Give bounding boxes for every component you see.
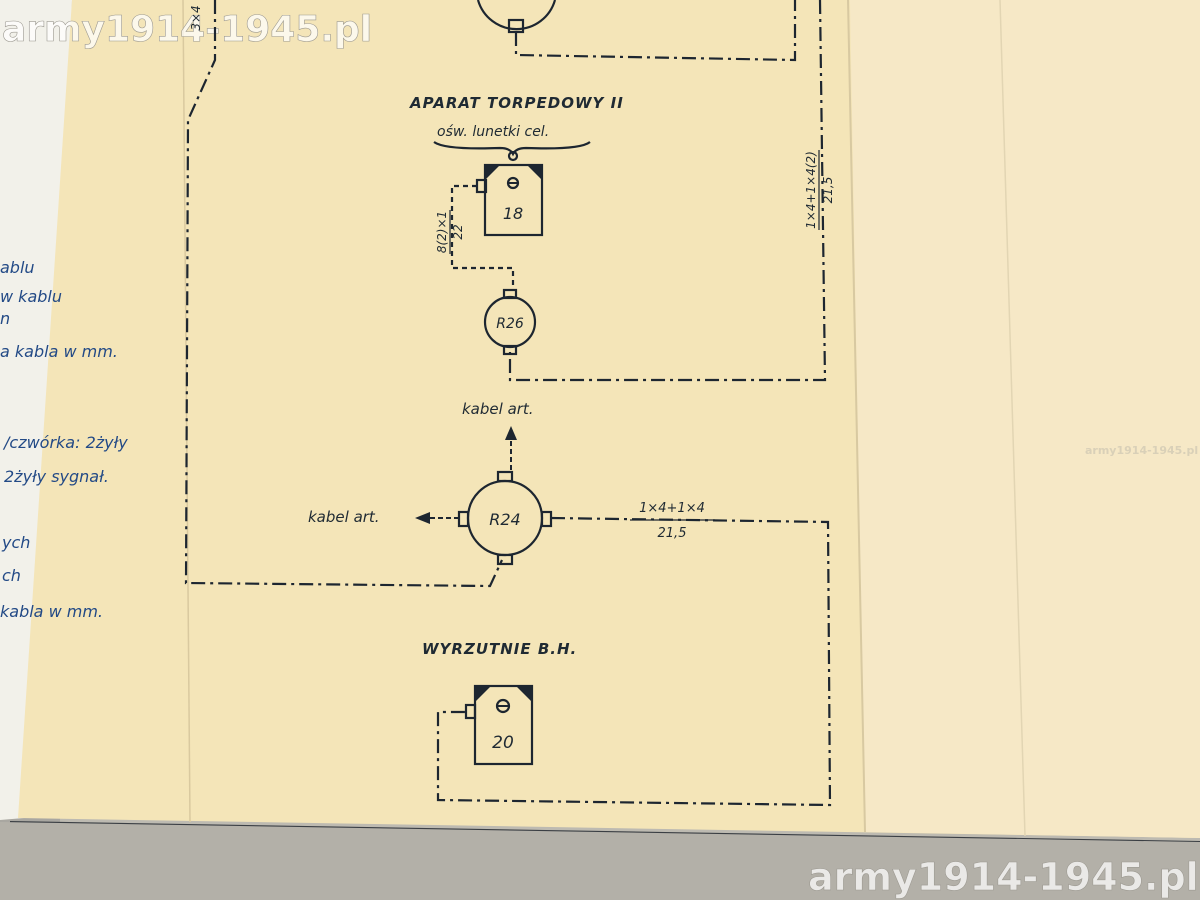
watermark-right-faint: army1914-1945.pl (1085, 444, 1198, 457)
legend-line-9: kabla w mm. (0, 602, 103, 621)
r26-port-top (502, 288, 518, 300)
wire-r24-to-launchers (436, 516, 832, 807)
paper-bottom-edge (9, 821, 1200, 843)
wire-top-device-to-right-trunk (514, 0, 797, 62)
junction-box-r26-label: R26 (496, 316, 524, 332)
legend-line-7: ych (1, 533, 30, 552)
device-20-corner-right (516, 686, 532, 702)
legend-line-6: 2żyły sygnał. (4, 467, 109, 486)
cable-art-up-label: kabel art. (462, 400, 534, 418)
cable-spec-right-top: 1×4+1×4(2) (804, 151, 818, 229)
wire-right-trunk (508, 0, 827, 382)
paper-fold-center (847, 0, 866, 833)
cable-spec-device18-top: 8(2)×1 (435, 211, 449, 253)
wire-left-trunk (184, 0, 503, 588)
torpedo-apparatus-title: APARAT TORPEDOWY II (409, 94, 624, 112)
cable-spec-right-bottom: 21,5 (821, 177, 835, 204)
cable-art-up-arrowhead (505, 426, 517, 440)
bottom-shadow (0, 822, 1200, 900)
watermark-top-left: army1914-1945.pl (2, 9, 372, 50)
paper-fold-right (999, 0, 1026, 837)
legend-line-2: w kablu (0, 287, 62, 306)
sight-label-bracket (433, 141, 591, 157)
legend-line-5: /czwórka: 2żyły (2, 433, 128, 452)
right-paper-panel (850, 0, 1200, 838)
device-20-box (473, 684, 534, 766)
junction-box-r24-label: R24 (489, 510, 520, 529)
cable-spec-r24-bottom: 21,5 (658, 526, 687, 541)
legend-line-8: ch (2, 566, 21, 585)
legend-line-4: a kabla w mm. (0, 342, 118, 361)
cable-spec-r24-top: 1×4+1×4 (639, 501, 705, 516)
sight-illumination-label: ośw. lunetki cel. (437, 124, 549, 140)
r26-port-bottom (502, 344, 518, 356)
cable-spec-left-edge: 3×4 (189, 5, 203, 30)
r24-port-bottom (496, 553, 514, 566)
legend-line-1: ablu (0, 258, 35, 277)
wire-device-18-to-r26 (450, 184, 515, 290)
cable-art-left-arrowhead (415, 512, 430, 524)
legend-line-3: n (0, 309, 10, 328)
watermark-bottom-right: army1914-1945.pl (808, 855, 1199, 899)
device-18-number: 18 (503, 204, 523, 223)
sight-lamp-symbol (507, 150, 519, 162)
device-20-number: 20 (492, 733, 514, 753)
device-18-box (483, 163, 544, 237)
launchers-title: WYRZUTNIE B.H. (422, 640, 577, 658)
cable-spec-device18-bottom: 22 (451, 224, 465, 239)
device-18-corner-left (485, 165, 500, 180)
device-18-corner-right (527, 165, 542, 180)
device-20-corner-left (475, 686, 491, 702)
top-device-circle-arc (476, 0, 557, 31)
cable-art-left-label: kabel art. (308, 508, 380, 526)
r24-port-top (496, 470, 514, 483)
device-20-port (464, 703, 477, 720)
